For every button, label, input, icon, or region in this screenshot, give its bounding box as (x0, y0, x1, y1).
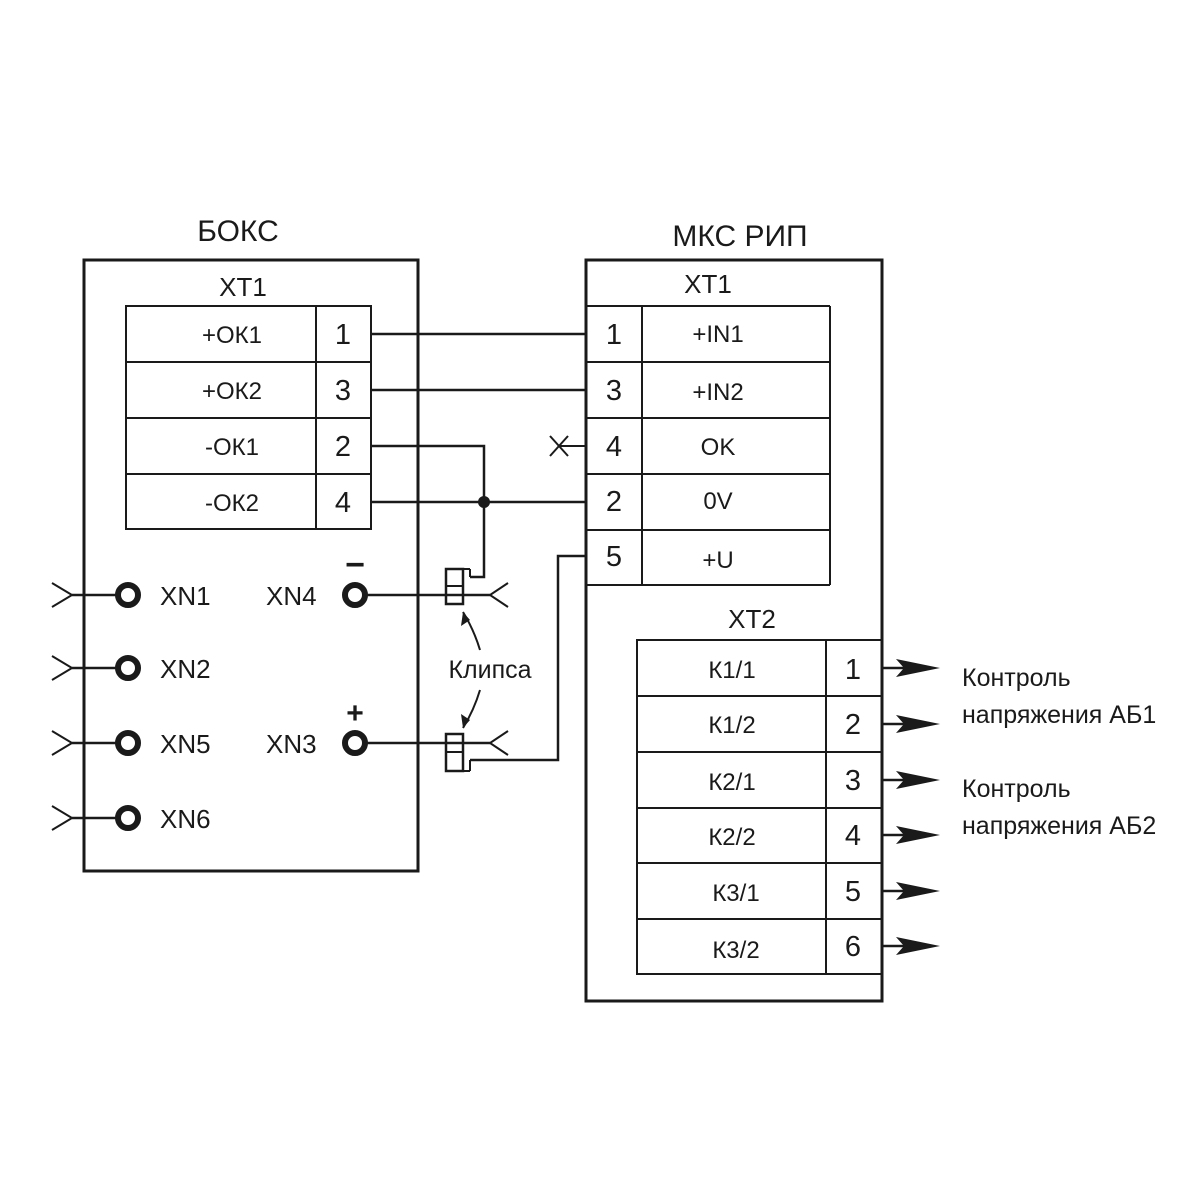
rip-xt2-signal: К3/1 (712, 880, 759, 907)
rip-xt1-signal: 0V (703, 488, 732, 515)
clip-label: Клипса (448, 656, 531, 684)
output-arrow-icon (882, 882, 940, 900)
rip-enclosure (584, 258, 884, 1003)
socket-xn3: XN3 + (266, 697, 368, 759)
socket-label: XN4 (266, 581, 317, 611)
annotation-ab1-line1: Контроль (962, 664, 1071, 692)
rip-xt2-signal: К1/1 (708, 657, 755, 684)
rip-xt1-pin: 4 (606, 431, 622, 463)
output-arrow-icon (882, 659, 940, 677)
socket-xn4-icon (342, 582, 368, 608)
socket-xn4: XN4 − (266, 546, 368, 611)
socket-label: XN2 (160, 654, 211, 684)
clip-xn3-icon (444, 732, 471, 773)
socket-label: XN6 (160, 804, 211, 834)
box-xt1-table: +ОК1 1 +ОК2 3 -ОК1 2 -ОК2 4 (125, 305, 372, 530)
rip-title: МКС РИП (672, 220, 807, 253)
box-xt1-pin: 4 (335, 487, 351, 519)
rip-xt1-signal: +IN2 (692, 379, 743, 406)
rip-xt2-signal: К3/2 (712, 937, 759, 964)
wire-plus-u (470, 554, 586, 762)
annotation-ab2-line1: Контроль (962, 775, 1071, 803)
rip-xt1-signal: +IN1 (692, 321, 743, 348)
rip-xt2-signal: К2/2 (708, 824, 755, 851)
box-xt1-signal: -ОК2 (205, 490, 259, 517)
socket-label: XN3 (266, 729, 317, 759)
rip-xt2-signal: К2/1 (708, 769, 755, 796)
wires (366, 332, 586, 762)
rip-xt1-signal: +U (702, 547, 733, 574)
rip-xt2-pin: 5 (845, 876, 861, 908)
rip-xt2-label: XT2 (728, 604, 776, 634)
minus-polarity-icon: − (345, 546, 365, 584)
rip-xt1-table: 1 +IN1 3 +IN2 4 OK 2 0V 5 +U (586, 305, 831, 586)
rip-xt2-pin: 2 (845, 709, 861, 741)
box-xt1-signal: +ОК2 (202, 378, 262, 405)
plug-end-icon (488, 582, 509, 608)
box-title: БОКС (197, 215, 279, 248)
annotation-ab2-line2: напряжения АБ2 (962, 812, 1156, 840)
socket-xn6: XN6 (51, 804, 211, 834)
clip-xn4-icon (444, 567, 471, 606)
socket-xn6-icon (115, 805, 141, 831)
output-arrow-icon (882, 771, 940, 789)
socket-xn2: XN2 (51, 654, 211, 684)
rip-xt2-pin: 6 (845, 931, 861, 963)
rip-xt2-pin: 3 (845, 765, 861, 797)
socket-label: XN5 (160, 729, 211, 759)
output-arrow-icon (882, 715, 940, 733)
rip-xt2-table: К1/1 1 К1/2 2 К2/1 3 К2/2 4 К3/1 5 К3/2 … (636, 639, 883, 975)
box-xt1-signal: -ОК1 (205, 434, 259, 461)
rip-xt1-signal: OK (701, 434, 736, 461)
rip-xt1-pin: 3 (606, 375, 622, 407)
rip-xt2-pin: 1 (845, 654, 861, 686)
output-arrow-icon (882, 937, 940, 955)
box-xt1-signal: +ОК1 (202, 322, 262, 349)
output-arrow-icon (882, 826, 940, 844)
rip-xt1-pin: 2 (606, 486, 622, 518)
socket-xn5: XN5 (51, 729, 211, 759)
box-enclosure (82, 258, 420, 873)
clip-leader-arrows (461, 611, 481, 729)
socket-xn2-icon (115, 655, 141, 681)
junction-dot-icon (478, 496, 490, 508)
rip-xt1-pin: 5 (606, 541, 622, 573)
rip-xt1-label: XT1 (684, 269, 732, 299)
socket-label: XN1 (160, 581, 211, 611)
rip-xt2-signal: К1/2 (708, 712, 755, 739)
box-xt1-pin: 1 (335, 319, 351, 351)
rip-xt2-pin: 4 (845, 820, 861, 852)
socket-xn1: XN1 (51, 581, 211, 611)
plus-polarity-icon: + (346, 697, 364, 730)
rip-xt1-pin: 1 (606, 319, 622, 351)
wire-minus-ok1 (371, 444, 486, 579)
box-xt1-pin: 3 (335, 375, 351, 407)
xt2-output-arrows (882, 659, 940, 955)
box-xt1-label: XT1 (219, 272, 267, 302)
socket-xn1-icon (115, 582, 141, 608)
box-xt1-pin: 2 (335, 431, 351, 463)
annotation-ab1-line2: напряжения АБ1 (962, 701, 1156, 729)
socket-xn5-icon (115, 730, 141, 756)
socket-xn3-icon (342, 730, 368, 756)
plug-end-icon (488, 730, 509, 756)
